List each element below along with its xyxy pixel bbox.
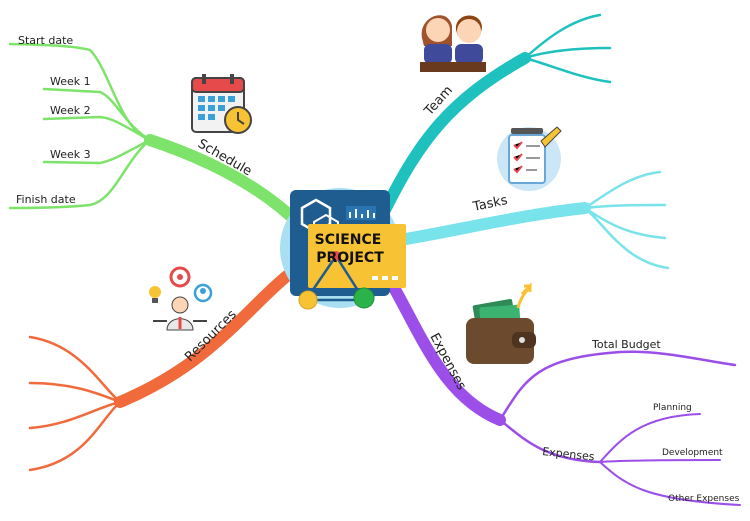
expenses-branch	[379, 266, 741, 506]
schedule-item-label: Week 1	[50, 75, 91, 88]
center-title-line2: PROJECT	[316, 250, 384, 266]
wallet-icon	[466, 282, 536, 364]
team-people-icon	[420, 15, 486, 72]
total-budget-label: Total Budget	[591, 338, 661, 351]
schedule-item-label: Start date	[18, 34, 73, 47]
tasks-branch-label: Tasks	[471, 193, 509, 215]
clipboard-checklist-icon	[497, 126, 562, 191]
expenses-sub-item: Other Expenses	[668, 494, 740, 504]
schedule-branch	[8, 42, 306, 231]
schedule-item-label: Week 2	[50, 104, 91, 117]
center-title-line1: SCIENCE	[315, 232, 382, 248]
schedule-item-label: Week 3	[50, 148, 91, 161]
expenses-sub-item: Planning	[653, 403, 692, 413]
resources-branch	[28, 256, 311, 472]
person-ideas-icon	[149, 266, 213, 331]
schedule-item-label: Finish date	[16, 193, 76, 206]
center-node: SCIENCE PROJECT	[280, 188, 406, 310]
calendar-clock-icon	[191, 74, 252, 134]
tasks-branch	[394, 170, 670, 270]
team-branch	[379, 13, 612, 216]
expenses-sub-item: Development	[662, 448, 723, 458]
expenses-sub-label: Expenses	[542, 445, 596, 463]
